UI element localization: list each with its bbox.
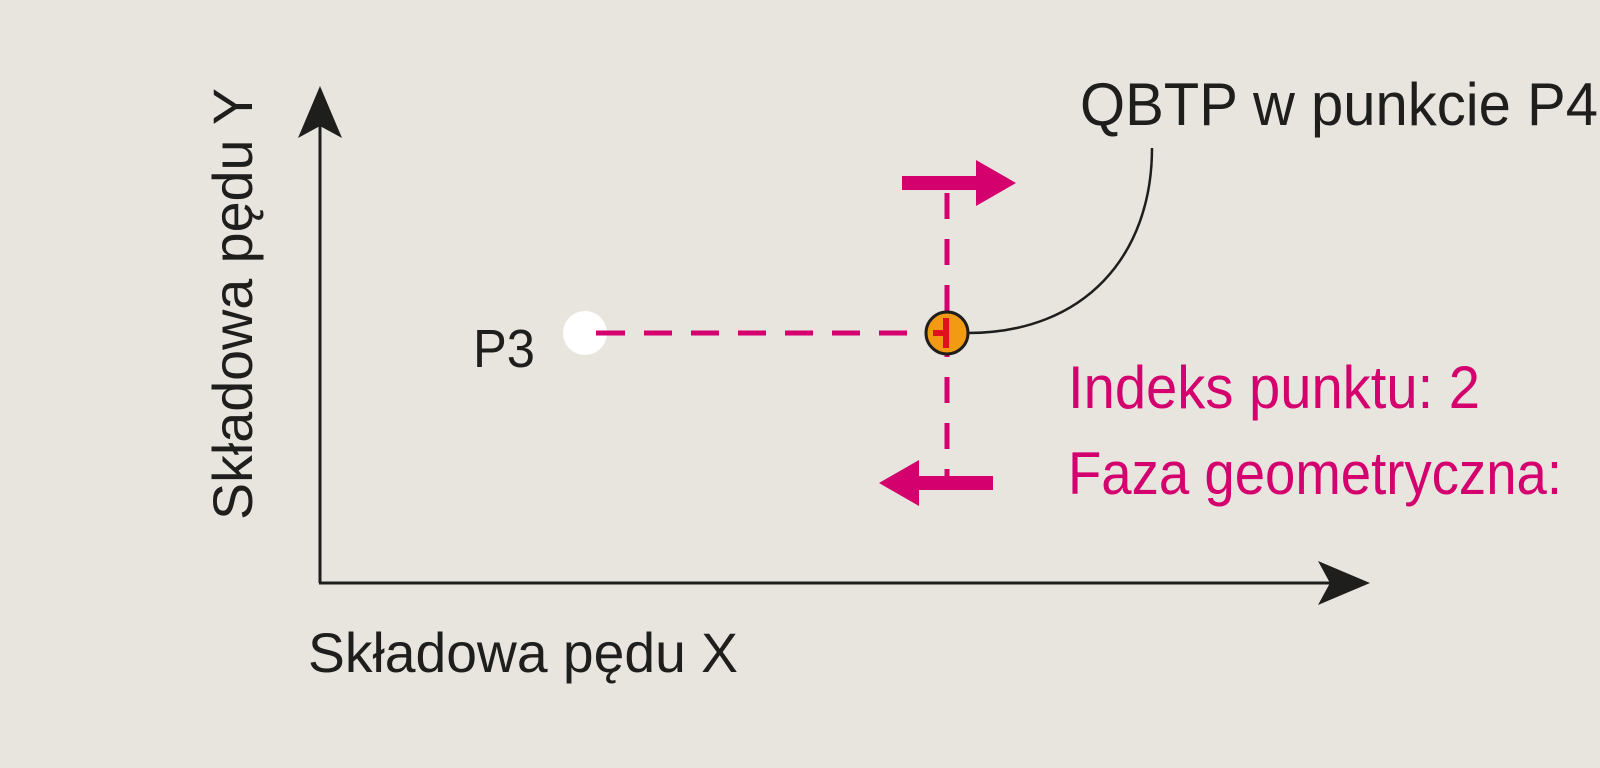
- y-axis: [298, 86, 342, 583]
- point-index-text: Indeks punktu: 2: [1068, 354, 1480, 421]
- p4-point: [924, 310, 970, 356]
- p3-point: [563, 311, 607, 355]
- callout-leader-line: [967, 147, 1154, 335]
- geometric-phase-text: Faza geometryczna:: [1068, 440, 1562, 507]
- x-axis: [319, 561, 1370, 605]
- y-axis-arrowhead-icon: [298, 86, 342, 138]
- p4-marker-horizontal: [933, 330, 945, 336]
- x-axis-label: Składowa pędu X: [308, 621, 738, 684]
- right-arrow-icon: [902, 160, 1016, 206]
- x-axis-arrowhead-icon: [1318, 561, 1370, 605]
- qbtp-callout-label: QBTP w punkcie P4: [1080, 71, 1598, 138]
- y-axis-label: Składowa pędu Y: [201, 88, 264, 520]
- p3-label: P3: [473, 319, 535, 379]
- p4-marker-vertical: [943, 318, 949, 348]
- left-arrow-icon: [879, 460, 993, 506]
